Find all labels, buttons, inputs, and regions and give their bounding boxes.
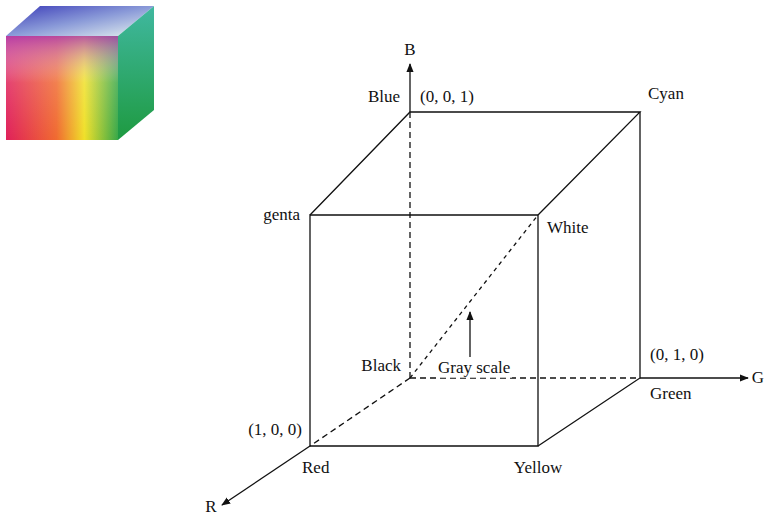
hidden-edge <box>410 377 640 378</box>
coordinate: (0, 0, 1) <box>418 88 476 107</box>
gray-diagonal <box>410 215 538 378</box>
vertex-name: Black <box>359 357 403 376</box>
annotation: Gray scale <box>436 359 512 378</box>
b-axis <box>409 64 410 112</box>
vertex-name: White <box>545 219 591 238</box>
cube-front-edge <box>310 215 538 446</box>
vertex-name: Red <box>300 459 331 478</box>
cube-top-edge <box>310 112 640 215</box>
hidden-edge <box>310 378 410 446</box>
vertex-name: Yellow <box>512 459 564 478</box>
color-cube-thumbnail <box>6 6 154 140</box>
g-axis <box>640 377 748 378</box>
coordinate: (1, 0, 0) <box>246 421 304 440</box>
hidden-edge <box>409 112 410 378</box>
vertex-name: Green <box>648 385 694 404</box>
axis-name: R <box>203 497 218 516</box>
cube-front-shade <box>6 36 118 140</box>
cube-front-face <box>6 36 118 140</box>
cube-side-face <box>118 6 154 140</box>
r-axis <box>222 446 310 505</box>
cube-side-edge <box>538 112 640 446</box>
vertex-name: genta <box>261 206 302 225</box>
pointer-arrow <box>469 312 470 357</box>
axis-name: B <box>402 41 417 60</box>
vertex-name: Cyan <box>646 85 686 104</box>
axis-name: G <box>750 369 766 388</box>
coordinate: (0, 1, 0) <box>648 346 706 365</box>
vertex-name: Blue <box>366 88 402 107</box>
